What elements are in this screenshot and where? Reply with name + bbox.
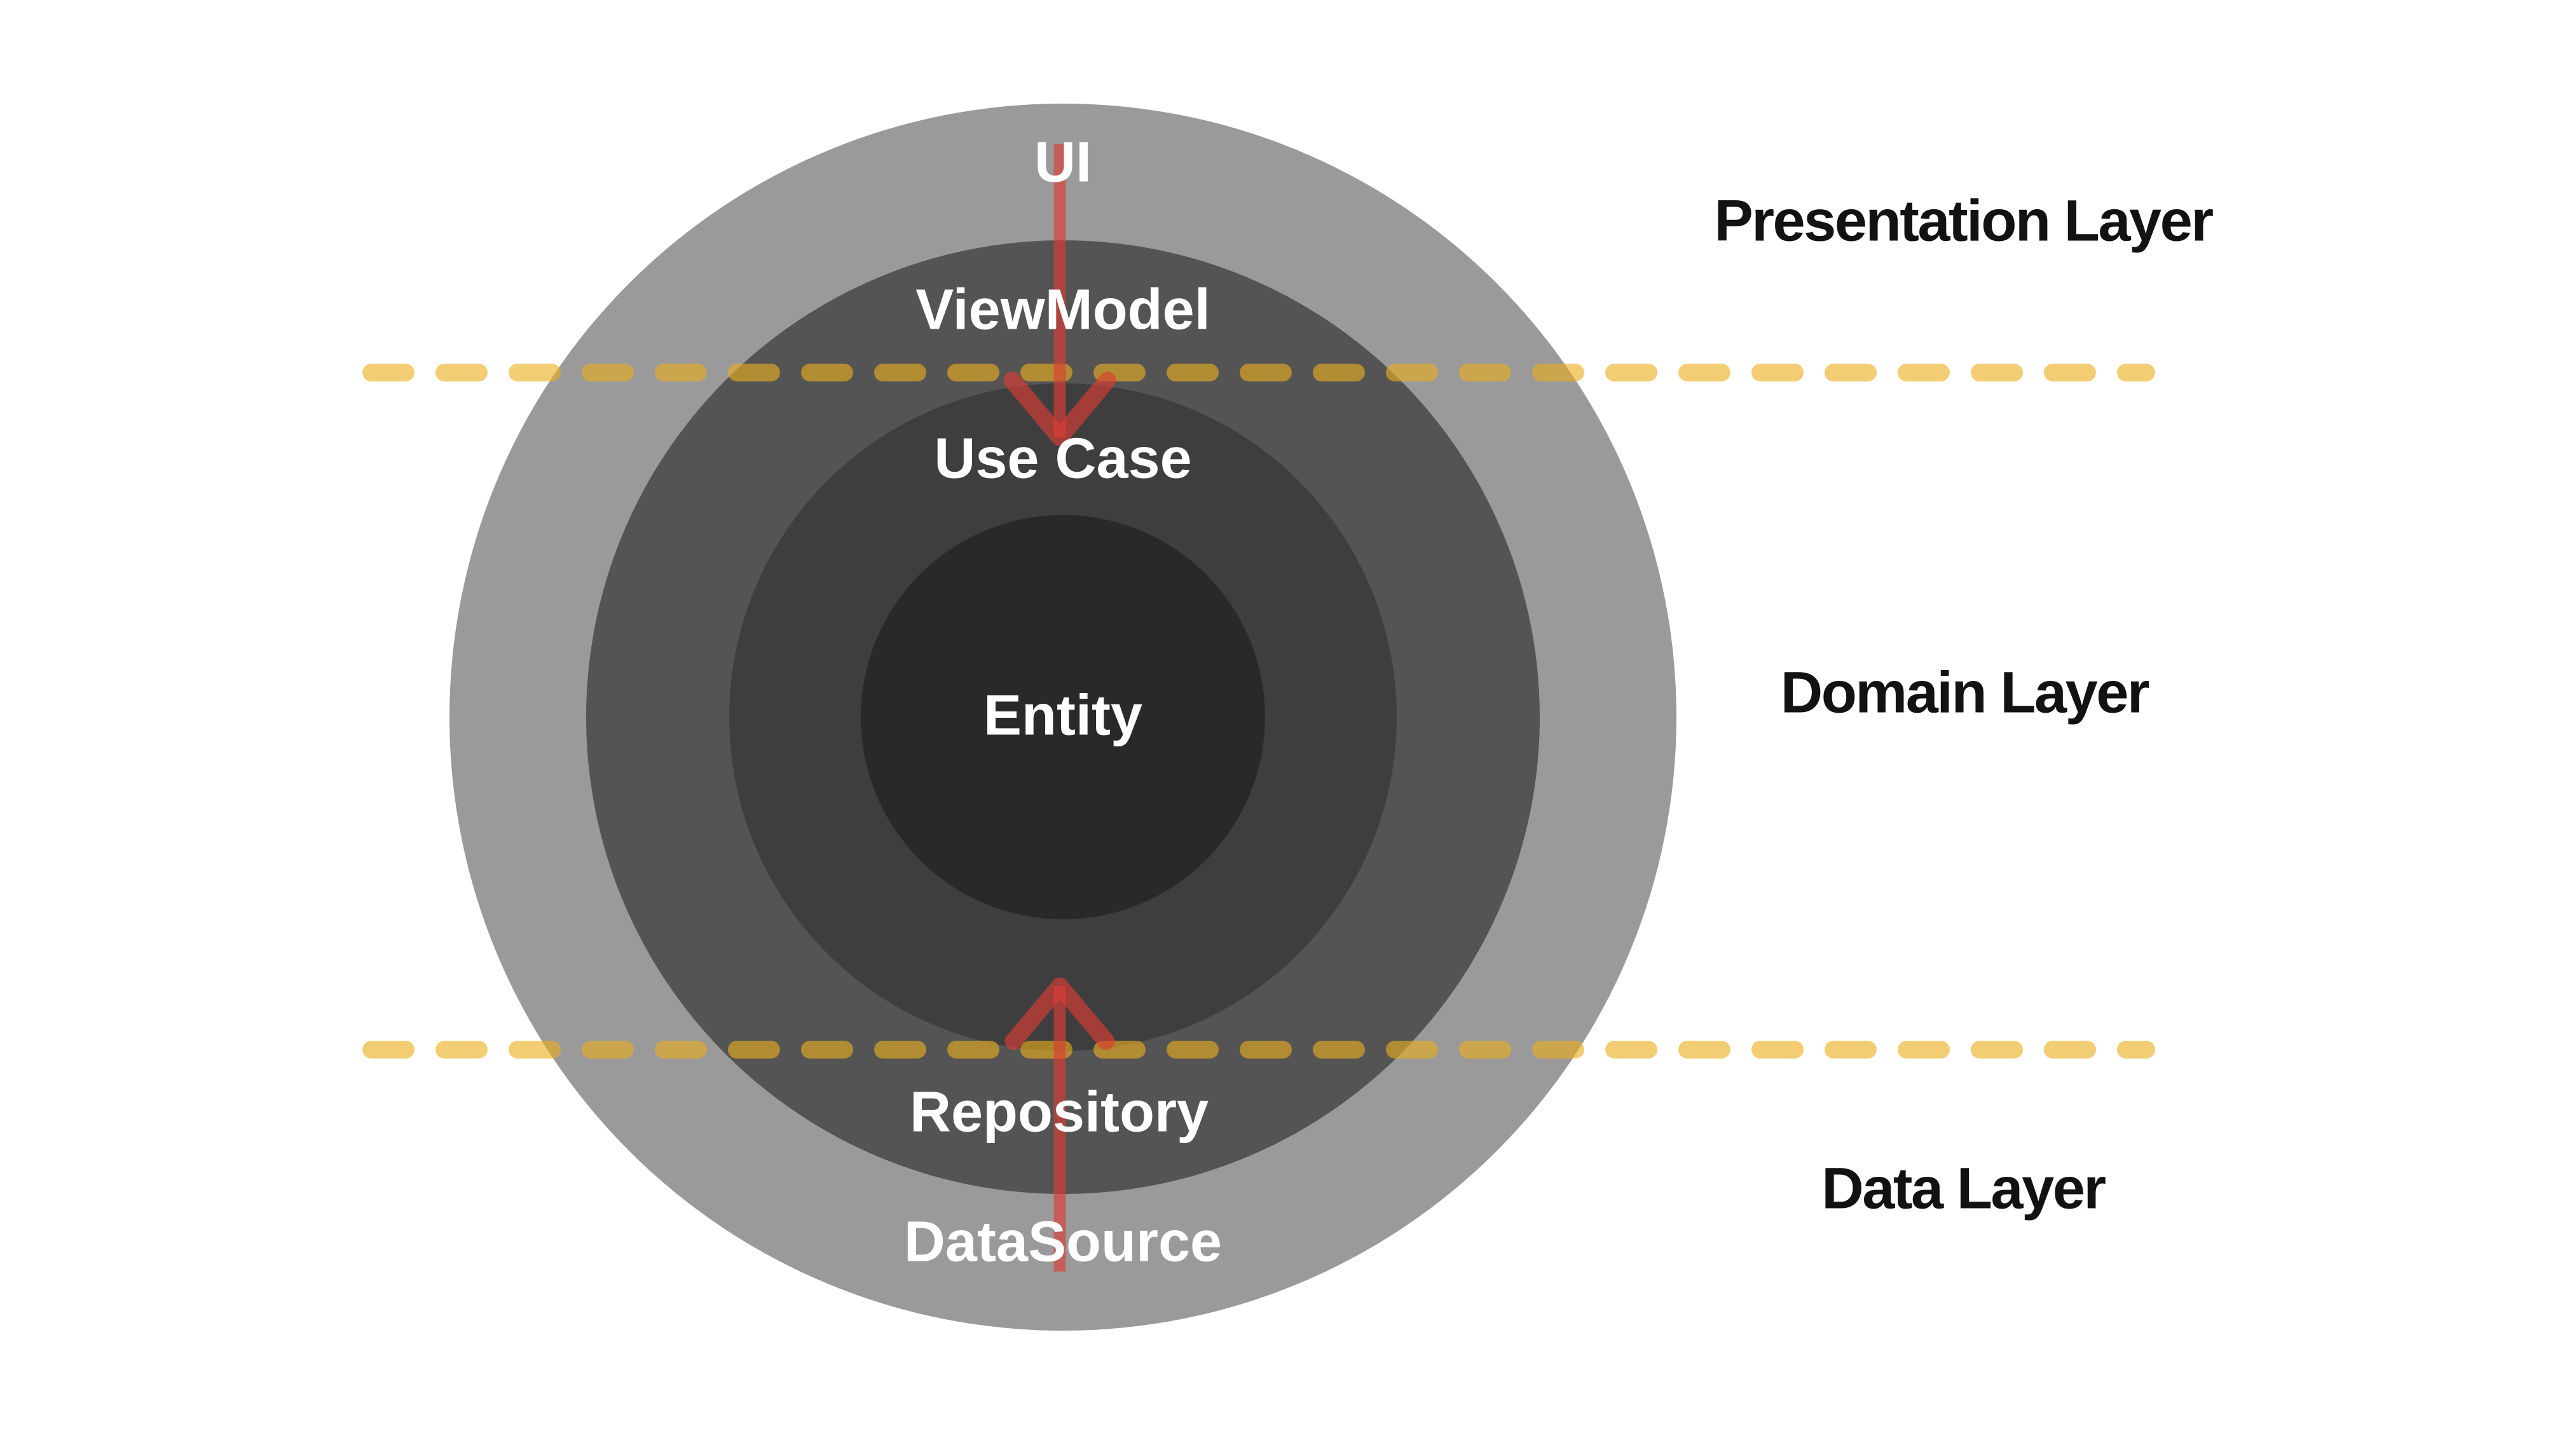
ring-label-ui: UI bbox=[1034, 130, 1092, 195]
layer-label-data: Data Layer bbox=[1821, 1156, 2106, 1221]
circle-entity-core bbox=[861, 515, 1265, 919]
dependency-arrow-down-head-icon bbox=[1003, 371, 1116, 446]
data-arrow-up-head-icon bbox=[1004, 977, 1115, 1050]
layer-label-domain: Domain Layer bbox=[1780, 660, 2150, 725]
ring-label-use-case: Use Case bbox=[934, 427, 1192, 491]
layer-label-presentation: Presentation Layer bbox=[1714, 188, 2214, 254]
ring-label-datasource: DataSource bbox=[903, 1210, 1223, 1274]
ring-label-repository: Repository bbox=[909, 1080, 1209, 1144]
ring-label-entity: Entity bbox=[983, 683, 1143, 748]
ring-label-viewmodel: ViewModel bbox=[915, 278, 1210, 342]
